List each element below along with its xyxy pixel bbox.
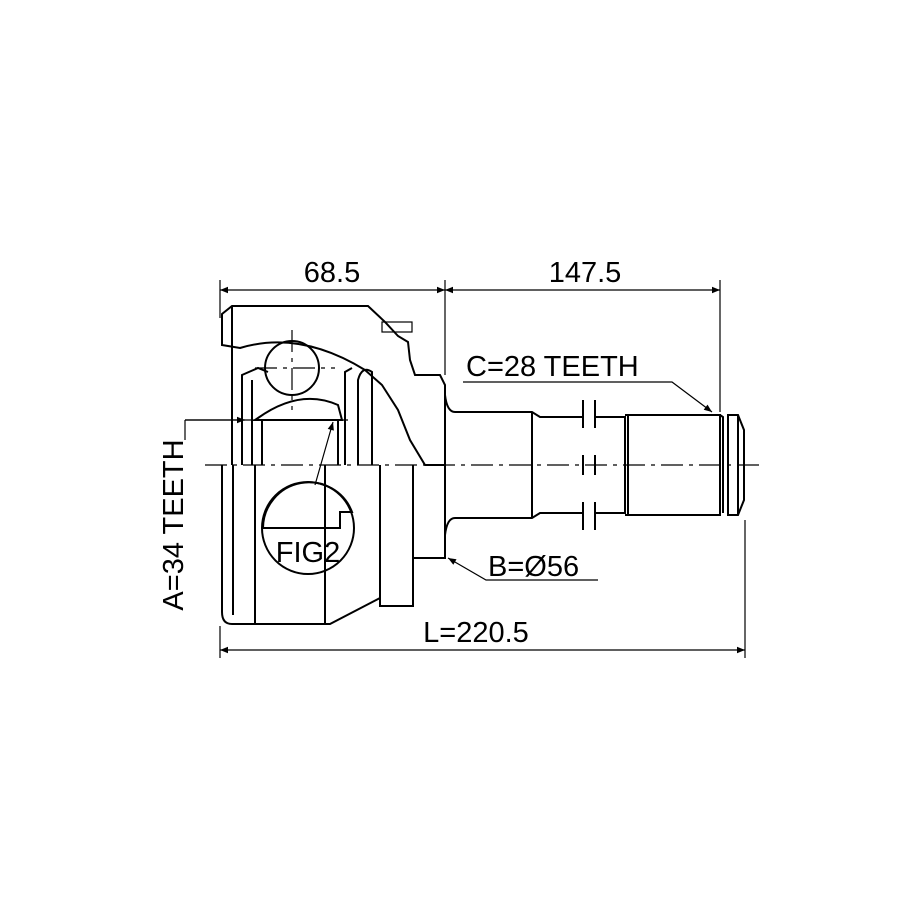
boot-band xyxy=(381,321,413,333)
fig2-detail: FIG2 xyxy=(261,481,355,575)
b-diameter-label: B=Ø56 xyxy=(488,551,579,583)
housing-section xyxy=(221,305,446,466)
fig2-label: FIG2 xyxy=(276,537,340,569)
dim-total-label: L=220.5 xyxy=(423,617,529,649)
shaft xyxy=(444,394,626,536)
spline xyxy=(625,414,745,516)
a-teeth-label: A=34 TEETH xyxy=(158,439,190,610)
dim-shaft-label: 147.5 xyxy=(549,257,622,289)
dim-housing-label: 68.5 xyxy=(304,257,360,289)
inner-race xyxy=(251,397,344,421)
c-teeth-label: C=28 TEETH xyxy=(466,351,639,383)
